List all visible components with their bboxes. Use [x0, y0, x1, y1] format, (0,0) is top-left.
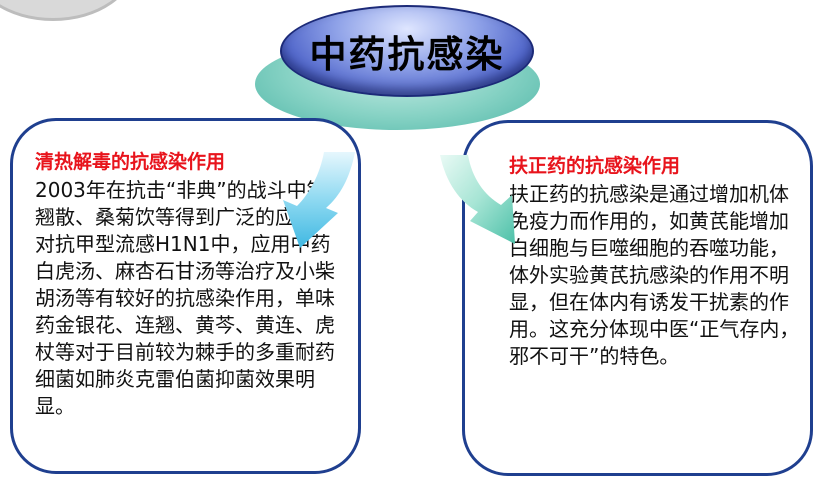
right-panel-content: 扶正药的抗感染作用 扶正药的抗感染是通过增加机体免疫力而作用的，如黄芪能增加白细…	[509, 153, 801, 370]
right-panel-heading: 扶正药的抗感染作用	[509, 155, 681, 177]
diagram-title: 中药抗感染	[309, 33, 505, 76]
left-panel: 清热解毒的抗感染作用 2003年在抗击“非典”的战斗中银翘散、桑菊饮等得到广泛的…	[10, 118, 361, 474]
left-panel-body: 2003年在抗击“非典”的战斗中银翘散、桑菊饮等得到广泛的应用；对抗甲型流感H1…	[35, 178, 335, 418]
right-panel-body: 扶正药的抗感染是通过增加机体免疫力而作用的，如黄芪能增加白细胞与巨噬细胞的吞噬功…	[509, 182, 800, 368]
left-panel-heading: 清热解毒的抗感染作用	[35, 151, 226, 173]
right-panel: 扶正药的抗感染作用 扶正药的抗感染是通过增加机体免疫力而作用的，如黄芪能增加白细…	[462, 120, 813, 476]
left-panel-content: 清热解毒的抗感染作用 2003年在抗击“非典”的战斗中银翘散、桑菊饮等得到广泛的…	[35, 149, 335, 420]
title-hub: 中药抗感染	[280, 5, 534, 97]
left-arrow	[283, 152, 355, 248]
right-arrow	[440, 155, 515, 244]
